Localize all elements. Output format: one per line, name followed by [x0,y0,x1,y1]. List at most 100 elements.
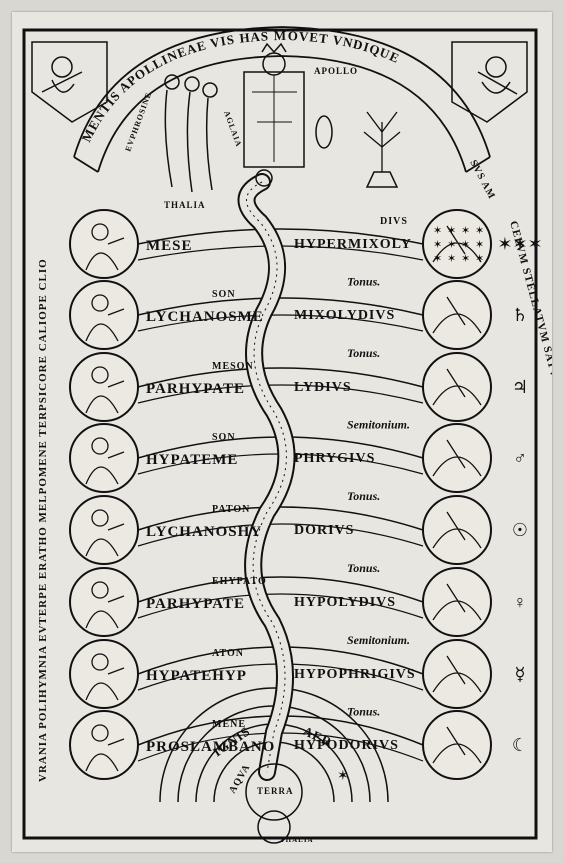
note-name: HYPATEHYP [146,668,247,684]
row-arc-inner [137,593,424,619]
three-graces: EVPHROSINE AGLAIA THALIA [123,74,244,210]
mode-name: HYPODORIVS [294,738,399,753]
interval-label: Tonus. [347,275,380,289]
planet-scene [432,511,482,549]
star-icon: ✶ [461,239,470,251]
planet-symbol-icon: ♂ [513,448,527,468]
muse-head [91,581,109,599]
muse-medallion [69,495,139,565]
note-prefix: MESON [212,361,254,372]
serpent [237,169,296,781]
planet-symbol-icon: ♄ [512,305,528,325]
muse-head [91,724,109,742]
mode-name: LYDIVS [294,380,352,395]
earth-circle [245,763,303,821]
star-icon: ✶ [475,225,484,237]
planet-medallion [422,209,492,279]
planet-symbol-icon: ♀ [513,592,527,612]
row-arc [137,367,424,388]
muse-medallion [69,639,139,709]
note-name: PARHYPATE [146,596,245,612]
mode-name: HYPOPHRIGIVS [294,667,416,682]
star-glyph: ✶ [337,769,349,784]
planet-scene [432,583,482,621]
planet-symbols: ✶✶✶♄♃♂☉♀☿☾ [497,234,542,755]
star-icon: ✶ [447,253,456,265]
muse-medallion [69,710,139,780]
mode-prefix: DIVS [380,216,408,227]
grace-aglaia: AGLAIA [222,110,243,149]
harmony-of-spheres-diagram: MENTIS APOLLINEAE VIS HAS MOVET VNDIQUE … [22,26,552,844]
note-prefix: EHYPATO [212,576,267,587]
note-prefix: PATON [212,504,250,515]
planet-medallion [422,567,492,637]
grace-euphrosine: EVPHROSINE [123,90,153,152]
muse-head [91,653,109,671]
planet-scene [432,368,482,406]
note-prefix: SON [212,289,236,300]
muses-chain-text: VRANIA POLIHYMNIA EVTERPE ERATHO MELPOME… [37,258,49,782]
planet-scene [432,439,482,477]
row-arc-inner [137,314,424,332]
star-icon: ✶ [461,225,470,237]
note-name: PARHYPATE [146,381,245,397]
star-icon: ✶ [447,239,456,251]
planet-medallion [422,423,492,493]
muse-medallion [69,423,139,493]
mode-name: HYPOLYDIVS [294,595,396,610]
planet-scene [432,225,482,263]
row-arc [137,297,424,316]
muse-body [85,451,125,485]
muse-medallion [69,567,139,637]
planet-symbol-icon: ☾ [512,735,528,755]
interval-label: Tonus. [347,346,380,360]
muse-head [91,366,109,384]
element-earth: TERRA [257,786,294,796]
grace-thalia: THALIA [164,200,206,210]
flower-vase [363,111,401,188]
star-icon: ✶ [433,253,442,265]
planet-symbol-icon: ☉ [512,520,528,540]
banner-tail-text: SVS AM [467,158,497,201]
banner-motto: MENTIS APOLLINEAE VIS HAS MOVET VNDIQUE [79,28,403,144]
star-icon: ✶ [475,239,484,251]
note-name: LYCHANOSME [146,309,264,325]
mode-name: PHRYGIVS [294,451,375,466]
star-icon: ✶ [433,239,442,251]
planet-symbol-icon: ✶✶✶ [497,234,542,254]
bottom-head-circle [257,810,291,844]
element-arc [159,687,389,803]
interval-label: Semitonium. [347,418,410,432]
muse-head [91,294,109,312]
planet-medallion [422,352,492,422]
interval-label: Semitonium. [347,633,410,647]
muse-body [85,738,125,772]
note-prefix: SON [212,432,236,443]
top-left-cherub [31,41,108,123]
apollo-label: APOLLO [314,66,358,76]
interval-labels: Tonus.Tonus.Semitonium.Tonus.Tonus.Semit… [347,275,410,719]
muse-medallions [69,209,139,780]
note-prefix: MENE [212,719,246,730]
bottom-thalia: THALIA [280,836,314,844]
star-icon: ✶ [475,253,484,265]
row-arc-inner [137,384,424,404]
planet-medallions: ✶✶✶✶✶✶✶✶✶✶✶✶ [422,209,492,780]
muse-body [85,523,125,557]
top-right-cherub [451,41,528,123]
planet-medallion [422,639,492,709]
note-name: HYPATEME [146,452,238,468]
muse-body [85,595,125,629]
left-note-names: MESE SON LYCHANOSME MESON PARHYPATE SON HYPATE… [146,238,274,755]
planet-scene [432,296,482,334]
muse-body [85,380,125,414]
right-mode-names: DIVSHYPERMIXOLYMIXOLYDIVSLYDIVSPHRYGIVSD… [294,216,416,753]
planet-medallion [422,710,492,780]
interval-label: Tonus. [347,489,380,503]
muse-body [85,237,125,271]
muse-medallion [69,352,139,422]
mode-name: DORIVS [294,523,354,538]
note-name: MESE [146,238,193,254]
star-icon: ✶ [461,253,470,265]
mode-name: HYPERMIXOLY [294,237,412,252]
